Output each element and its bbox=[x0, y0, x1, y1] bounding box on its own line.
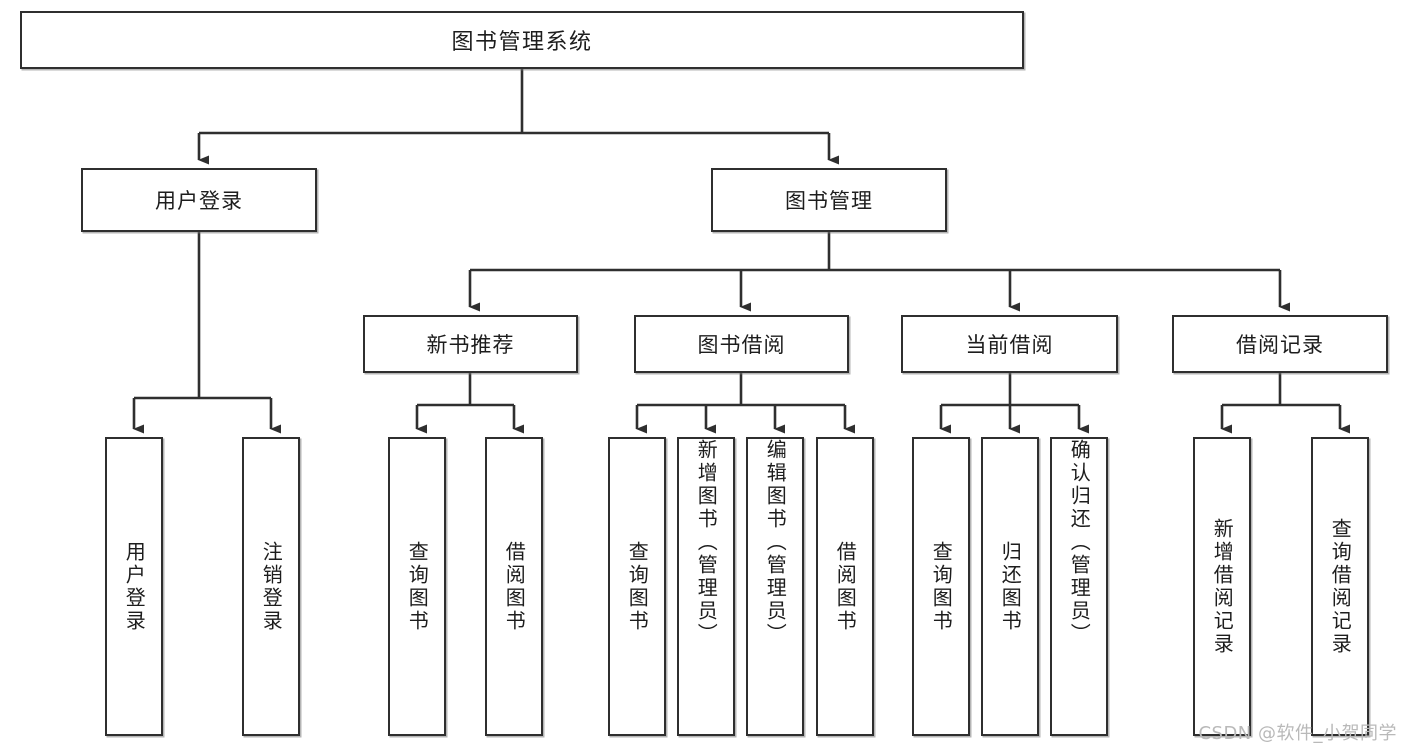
leaf-borrow-record-query[interactable]: 查询借阅记录 bbox=[1311, 437, 1369, 736]
node-label: 新增图书（管理员） bbox=[694, 439, 719, 646]
node-label: 借阅图书 bbox=[502, 540, 527, 633]
node-label: 确认归还（管理员） bbox=[1067, 439, 1092, 646]
node-label: 新书推荐 bbox=[426, 333, 515, 357]
leaf-current-borrow-query[interactable]: 查询图书 bbox=[912, 437, 970, 736]
node-label: 图书借阅 bbox=[697, 333, 786, 357]
node-label: 归还图书 bbox=[998, 540, 1023, 633]
leaf-new-book-borrow[interactable]: 借阅图书 bbox=[485, 437, 543, 736]
node-book-management[interactable]: 图书管理 bbox=[711, 168, 947, 232]
node-label: 图书管理 bbox=[785, 189, 873, 213]
node-label: 图书管理系统 bbox=[451, 30, 593, 55]
node-label: 查询图书 bbox=[625, 540, 650, 633]
node-label: 当前借阅 bbox=[965, 333, 1054, 357]
node-label: 借阅记录 bbox=[1236, 333, 1324, 357]
node-current-borrow[interactable]: 当前借阅 bbox=[901, 315, 1118, 373]
node-label: 注销登录 bbox=[259, 540, 284, 633]
node-label: 新增借阅记录 bbox=[1210, 517, 1235, 656]
node-borrow-record[interactable]: 借阅记录 bbox=[1172, 315, 1388, 373]
leaf-book-borrow-borrow[interactable]: 借阅图书 bbox=[816, 437, 874, 736]
node-label: 用户登录 bbox=[155, 189, 243, 213]
leaf-book-borrow-add[interactable]: 新增图书（管理员） bbox=[677, 437, 735, 736]
leaf-current-borrow-return[interactable]: 归还图书 bbox=[981, 437, 1039, 736]
node-user-login[interactable]: 用户登录 bbox=[81, 168, 317, 232]
leaf-current-borrow-confirm-return[interactable]: 确认归还（管理员） bbox=[1050, 437, 1108, 736]
node-new-book-recommend[interactable]: 新书推荐 bbox=[363, 315, 578, 373]
node-label: 查询图书 bbox=[929, 540, 954, 633]
leaf-book-borrow-edit[interactable]: 编辑图书（管理员） bbox=[746, 437, 804, 736]
watermark: CSDN @软件_小贺同学 bbox=[1198, 723, 1397, 744]
leaf-borrow-record-add[interactable]: 新增借阅记录 bbox=[1193, 437, 1251, 736]
node-book-borrow[interactable]: 图书借阅 bbox=[634, 315, 849, 373]
node-label: 编辑图书（管理员） bbox=[763, 439, 788, 646]
node-label: 用户登录 bbox=[122, 540, 147, 633]
node-label: 查询图书 bbox=[405, 540, 430, 633]
leaf-user-login-login[interactable]: 用户登录 bbox=[105, 437, 163, 736]
node-label: 借阅图书 bbox=[833, 540, 858, 633]
node-root-book-management-system[interactable]: 图书管理系统 bbox=[20, 11, 1024, 69]
node-label: 查询借阅记录 bbox=[1328, 517, 1353, 656]
leaf-book-borrow-query[interactable]: 查询图书 bbox=[608, 437, 666, 736]
leaf-new-book-query[interactable]: 查询图书 bbox=[388, 437, 446, 736]
leaf-user-login-logout[interactable]: 注销登录 bbox=[242, 437, 300, 736]
